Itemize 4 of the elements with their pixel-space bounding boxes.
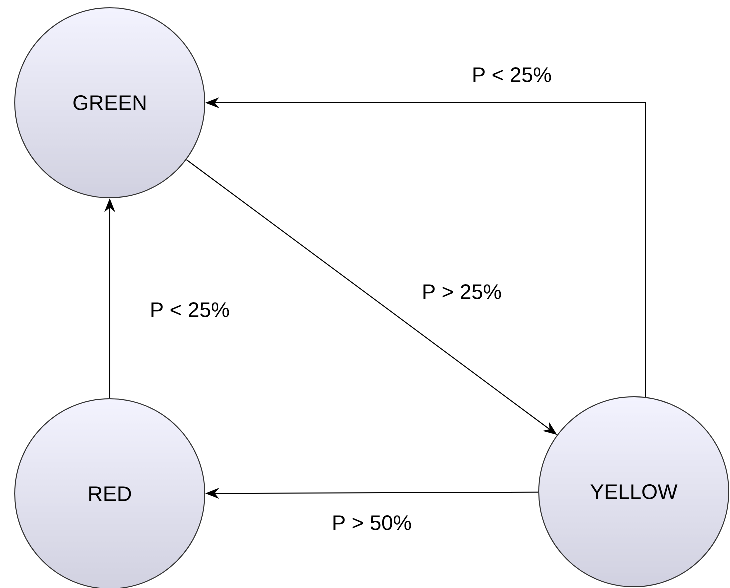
edge-label: P < 25% <box>474 68 552 82</box>
edge-label: P > 25% <box>424 284 502 300</box>
edge-label: P < 25% <box>152 302 230 318</box>
edge-label: P > 50% <box>334 516 412 530</box>
